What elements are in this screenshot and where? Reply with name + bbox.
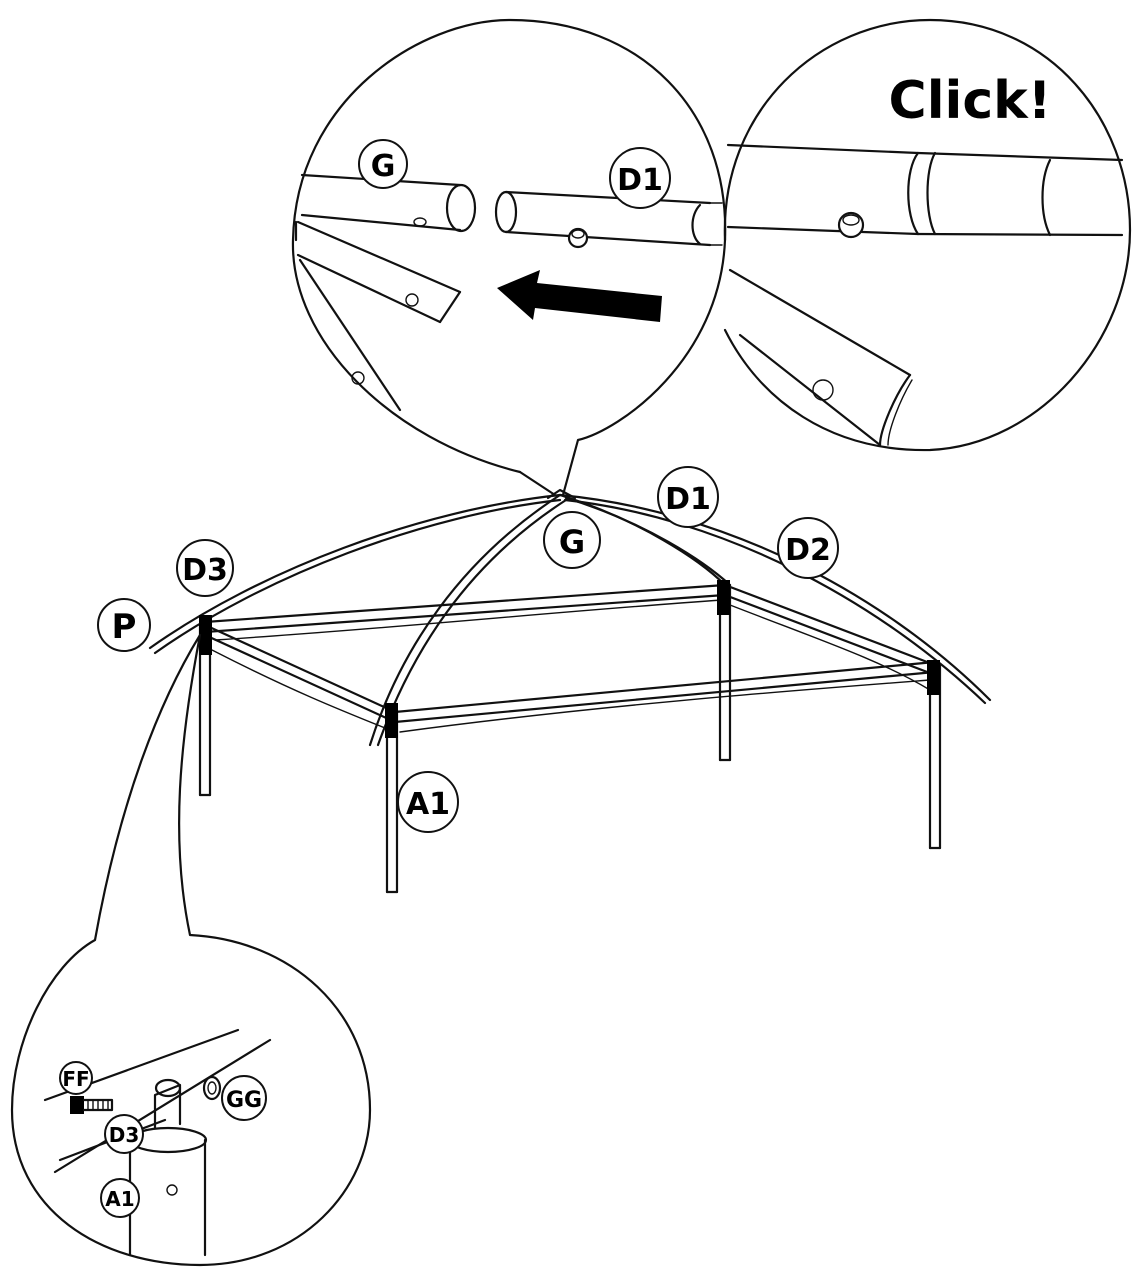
svg-text:D1: D1 <box>665 482 711 517</box>
svg-text:G: G <box>371 149 396 184</box>
pipe-d1-detail <box>494 190 723 249</box>
svg-text:A1: A1 <box>406 787 450 822</box>
svg-text:GG: GG <box>226 1088 262 1113</box>
svg-text:A1: A1 <box>105 1187 134 1211</box>
detail-circle-connection: G D1 <box>291 18 727 497</box>
label-p: P <box>97 598 151 652</box>
label-d1: D1 <box>657 466 719 528</box>
svg-text:D1: D1 <box>617 163 663 198</box>
svg-text:D3: D3 <box>182 553 228 588</box>
leg-front-center <box>385 708 399 894</box>
insert-arrow <box>497 270 662 322</box>
svg-text:FF: FF <box>62 1067 89 1091</box>
label-d3: D3 <box>176 539 234 597</box>
detail-circle-click: Click! <box>723 18 1132 452</box>
detail-circle-bolt: FF GG D3 A1 <box>10 633 372 1267</box>
leg-right <box>928 663 942 850</box>
svg-text:P: P <box>112 607 137 647</box>
svg-text:G: G <box>559 523 585 561</box>
nut-gg <box>202 1075 222 1101</box>
svg-text:D2: D2 <box>785 533 831 568</box>
label-a1: A1 <box>397 771 459 833</box>
svg-text:D3: D3 <box>109 1123 140 1147</box>
label-d3-detail: D3 <box>104 1114 144 1154</box>
label-d2: D2 <box>777 517 839 579</box>
label-gg: GG <box>221 1075 267 1121</box>
label-d1-detail: D1 <box>609 147 671 209</box>
label-a1-detail: A1 <box>100 1178 140 1218</box>
diagonal-pipe-detail <box>294 220 462 412</box>
gazebo-frame <box>148 488 992 894</box>
label-ff: FF <box>59 1061 93 1095</box>
label-g: G <box>543 511 601 569</box>
label-g-detail: G <box>358 139 408 189</box>
svg-text:Click!: Click! <box>889 71 1052 131</box>
bolt-ff <box>70 1096 114 1114</box>
click-callout: Click! <box>889 71 1052 131</box>
